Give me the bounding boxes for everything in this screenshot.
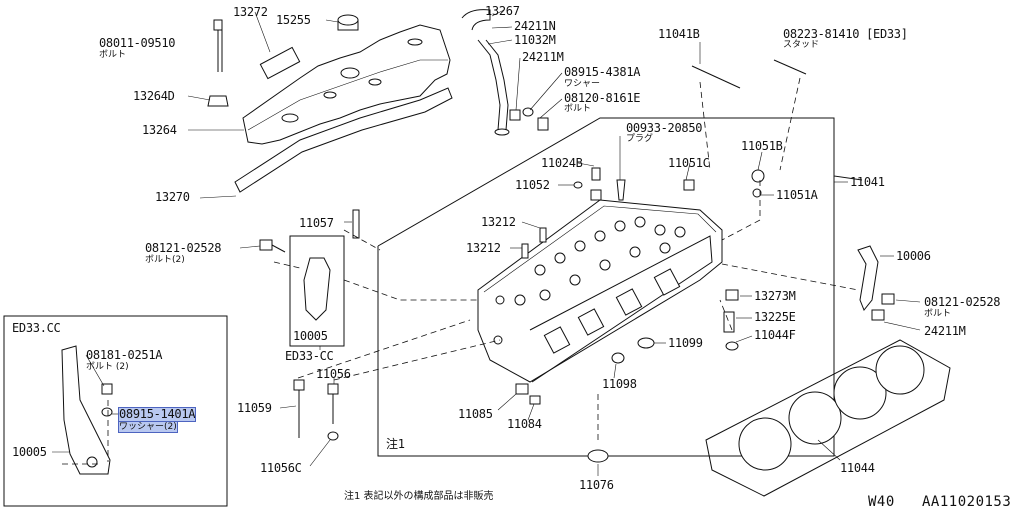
part-10005-inset[interactable]: 10005 — [12, 445, 47, 459]
part-11056[interactable]: 11056 — [316, 367, 351, 381]
part-08915-4381a-desc: ワシャー — [564, 79, 601, 89]
part-13272[interactable]: 13272 — [233, 5, 268, 19]
part-08121-02528-left[interactable]: 08121-02528 — [145, 241, 222, 255]
inset-bracket-drawing — [61, 345, 113, 475]
breather-hose-drawing — [461, 9, 549, 136]
part-08915-1401a-desc: ワッシャー(2) — [118, 421, 178, 433]
part-08223-81410[interactable]: 08223-81410 [ED33] — [783, 27, 908, 41]
part-11059[interactable]: 11059 — [237, 401, 272, 415]
part-11044[interactable]: 11044 — [840, 461, 875, 475]
part-08120-8161e[interactable]: 08120-8161E — [564, 91, 641, 105]
part-08011-09510-desc: ボルト — [99, 50, 127, 60]
part-08121-02528-left-desc: ボルト(2) — [145, 255, 185, 265]
stud-11041b — [691, 65, 741, 89]
inset-title: ED33.CC — [12, 321, 61, 335]
assembly-frame-top — [377, 117, 863, 247]
page-code: W40 — [868, 494, 895, 510]
part-08181-0251a[interactable]: 08181-0251A — [86, 348, 163, 362]
part-00933-20850-desc: プラグ — [626, 134, 654, 144]
bracket-10006-drawing — [857, 245, 895, 321]
part-08121-02528-right[interactable]: 08121-02528 — [924, 295, 1001, 309]
part-13225e[interactable]: 13225E — [754, 310, 796, 324]
part-11052[interactable]: 11052 — [515, 178, 550, 192]
part-11057[interactable]: 11057 — [299, 216, 334, 230]
part-08011-09510[interactable]: 08011-09510 — [99, 36, 176, 50]
part-13270[interactable]: 13270 — [155, 190, 190, 204]
oil-cap-drawing — [337, 14, 359, 31]
part-11098[interactable]: 11098 — [602, 377, 637, 391]
part-11099[interactable]: 11099 — [668, 336, 703, 350]
part-00933-20850[interactable]: 00933-20850 — [626, 121, 703, 135]
part-13264d[interactable]: 13264D — [133, 89, 175, 103]
part-11051c[interactable]: 11051C — [668, 156, 710, 170]
part-11076[interactable]: 11076 — [579, 478, 614, 492]
footer-note: 注1 表記以外の構成部品は非販売 — [344, 491, 494, 502]
part-13212-a[interactable]: 13212 — [481, 215, 516, 229]
part-24211n[interactable]: 24211N — [514, 19, 556, 33]
part-11041[interactable]: 11041 — [850, 175, 885, 189]
part-13267[interactable]: 13267 — [485, 4, 520, 18]
note-marker: 注1 — [386, 437, 405, 451]
part-10005-mid[interactable]: 10005 — [293, 329, 328, 343]
part-11041b[interactable]: 11041B — [658, 27, 700, 41]
part-11024b[interactable]: 11024B — [541, 156, 583, 170]
ed33cc-label-mid: ED33-CC — [285, 349, 334, 363]
part-13212-b[interactable]: 13212 — [466, 241, 501, 255]
part-13264[interactable]: 13264 — [142, 123, 177, 137]
part-11051a[interactable]: 11051A — [776, 188, 818, 202]
part-08223-81410-desc: スタッド — [783, 40, 820, 50]
part-10006[interactable]: 10006 — [896, 249, 931, 263]
part-11085[interactable]: 11085 — [458, 407, 493, 421]
stud-08223 — [773, 59, 807, 75]
part-24211m-right[interactable]: 24211M — [924, 324, 966, 338]
part-11056c[interactable]: 11056C — [260, 461, 302, 475]
part-24211m-top[interactable]: 24211M — [522, 50, 564, 64]
diagram-id: AA11020153 — [922, 494, 1012, 510]
part-11044f[interactable]: 11044F — [754, 328, 796, 342]
rocker-cover-drawing — [234, 24, 453, 193]
part-11051b[interactable]: 11051B — [741, 139, 783, 153]
small-parts-drawing — [259, 167, 765, 463]
head-gasket-drawing — [705, 339, 951, 497]
part-08120-8161e-desc: ボルト — [564, 104, 592, 114]
part-08915-4381a[interactable]: 08915-4381A — [564, 65, 641, 79]
part-08181-0251a-desc: ボルト (2) — [86, 362, 129, 372]
part-08121-02528-right-desc: ボルト — [924, 309, 952, 319]
part-11084[interactable]: 11084 — [507, 417, 542, 431]
inset-frame — [3, 315, 228, 507]
part-13273m[interactable]: 13273M — [754, 289, 796, 303]
bolt-08011-drawing — [207, 19, 229, 107]
part-11032m[interactable]: 11032M — [514, 33, 556, 47]
ed33cc-box — [289, 235, 345, 347]
part-08915-1401a[interactable]: 08915-1401A — [117, 407, 197, 422]
part-15255[interactable]: 15255 — [276, 13, 311, 27]
cylinder-head-drawing — [477, 199, 723, 383]
